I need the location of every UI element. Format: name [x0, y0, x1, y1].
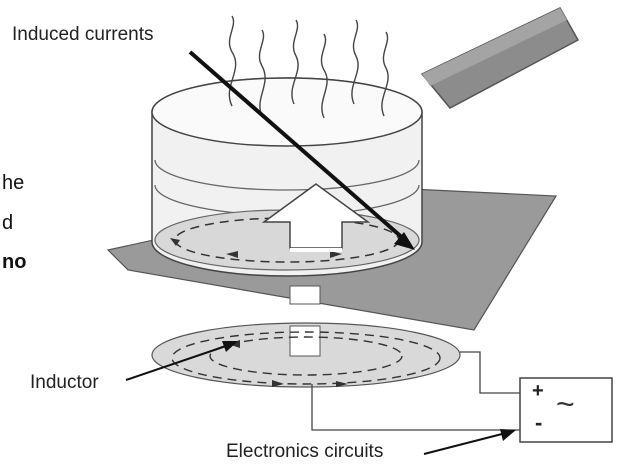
- electronics-circuits-label: Electronics circuits: [226, 441, 384, 462]
- steam-lines: [228, 15, 389, 119]
- inductor-arrow: [125, 345, 227, 381]
- inductor-label: Inductor: [30, 372, 99, 393]
- wire-top: [460, 351, 520, 394]
- induced-currents-label: Induced currents: [12, 24, 154, 45]
- inductor-coil-inner: [209, 336, 403, 376]
- power-source-box: [519, 377, 613, 443]
- field-column-lower: [289, 325, 321, 357]
- ac-symbol: ~: [556, 386, 575, 422]
- induced-currents-arrow: [188, 50, 407, 242]
- side-text-fragment-2: d: [2, 212, 14, 234]
- pan-handle-top: [422, 8, 567, 86]
- field-column-upper: [289, 285, 321, 305]
- wire-bottom: [311, 384, 520, 431]
- electronics-circuits-arrow: [423, 433, 503, 455]
- plus-symbol: +: [532, 380, 544, 402]
- side-text-fragment-3: no: [2, 251, 27, 273]
- minus-symbol: -: [535, 410, 543, 435]
- side-text-fragment-1: he: [2, 172, 25, 194]
- pan-rim: [151, 77, 423, 147]
- inductor-coil-outer: [171, 331, 441, 385]
